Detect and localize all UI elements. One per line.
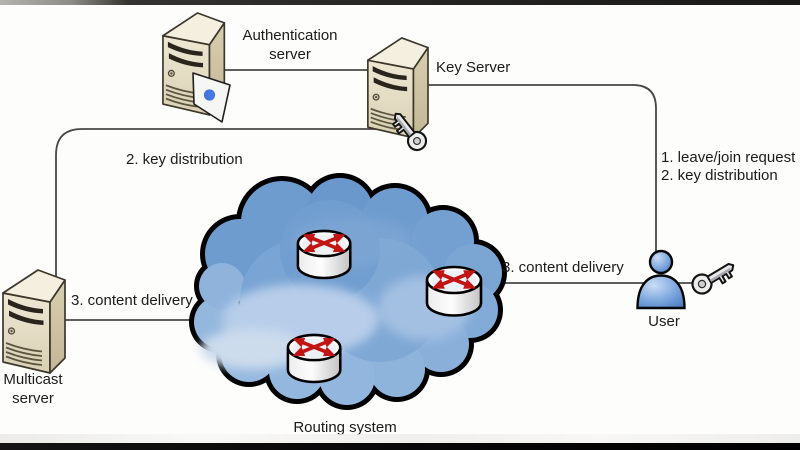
user-label: User <box>648 313 680 330</box>
edge-keyserver-to-multicast <box>55 128 400 280</box>
key-icon <box>687 255 740 299</box>
edge-label-key-distribution-right: 2. key distribution <box>661 167 778 184</box>
user-person-icon <box>636 249 686 310</box>
bottom-fade-band <box>0 434 800 443</box>
edge-label-key-distribution-left: 2. key distribution <box>126 151 243 168</box>
network-cloud-icon <box>189 173 507 410</box>
top-letterbox-bar <box>0 0 800 5</box>
badge-card-icon <box>192 72 231 123</box>
edge-label-content-delivery-left: 3. content delivery <box>71 292 193 309</box>
user-request-labels: 1. leave/join request 2. key distributio… <box>661 149 795 185</box>
edge-keyserver-to-user <box>420 84 657 253</box>
edge-label-content-delivery-right: 3. content delivery <box>502 259 624 276</box>
router-icon <box>298 230 350 278</box>
multicast-server-label: Multicast server <box>3 371 63 407</box>
router-icon <box>288 334 340 382</box>
router-icon <box>427 266 481 316</box>
auth-server-label: Authentication server <box>242 27 338 63</box>
multicast-server-icon <box>2 269 66 374</box>
key-server-label: Key Server <box>436 59 511 76</box>
bottom-letterbox-bar <box>0 443 800 450</box>
routing-system-label: Routing system <box>293 419 397 436</box>
edge-label-leave-join-request: 1. leave/join request <box>661 149 796 166</box>
